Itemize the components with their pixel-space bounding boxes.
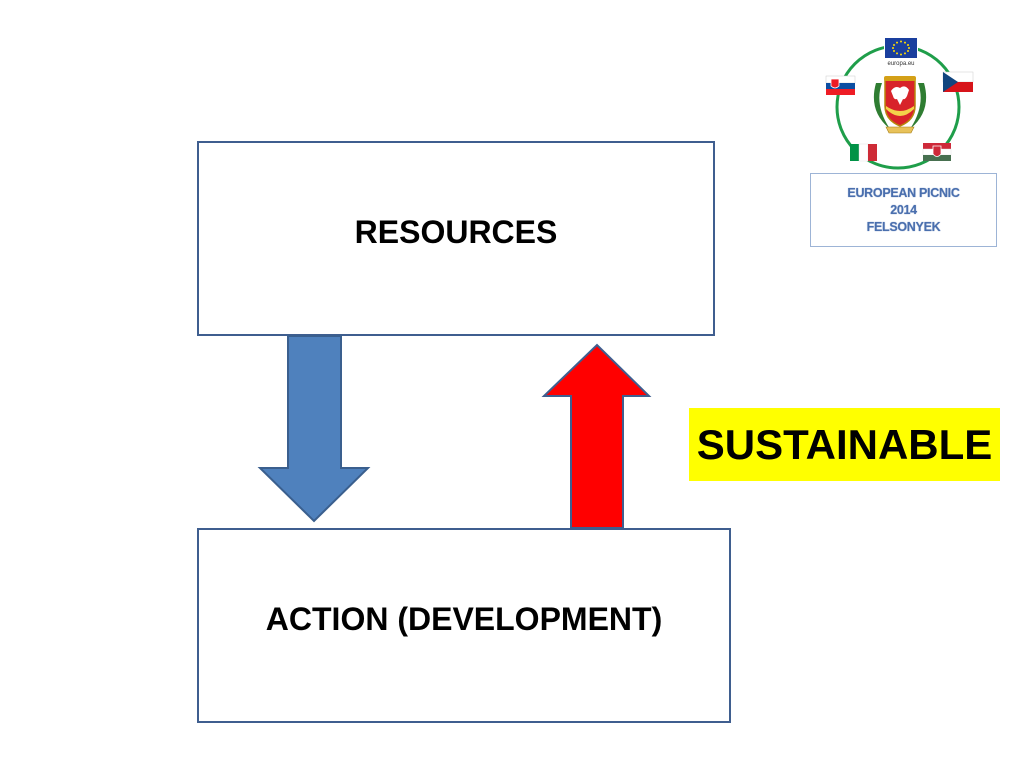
action-label: ACTION (DEVELOPMENT) [265, 601, 663, 637]
italy-flag-icon [850, 143, 877, 162]
resources-label: RESOURCES [354, 214, 558, 250]
sustainable-label: SUSTAINABLE [696, 420, 993, 468]
eu-flag-icon [884, 37, 918, 59]
up-arrow [541, 343, 652, 529]
sustainable-highlight [689, 408, 1000, 481]
logo-caption-box: EUROPEAN PICNIC 2014 FELSONYEK [810, 173, 997, 247]
eu-caption: europa.eu [887, 61, 914, 67]
action-development-box: ACTION (DEVELOPMENT) [197, 528, 731, 723]
resources-box: RESOURCES [197, 141, 715, 336]
caption-line-3: FELSONYEK [866, 219, 941, 234]
caption-line-1: EUROPEAN PICNIC [847, 185, 960, 200]
slovakia-flag-icon [825, 75, 856, 95]
czech-flag-icon [942, 71, 974, 92]
down-arrow [257, 335, 371, 523]
caption-line-2: 2014 [890, 202, 917, 217]
hungary-flag-icon [922, 143, 952, 161]
coat-of-arms-emblem [873, 76, 927, 134]
